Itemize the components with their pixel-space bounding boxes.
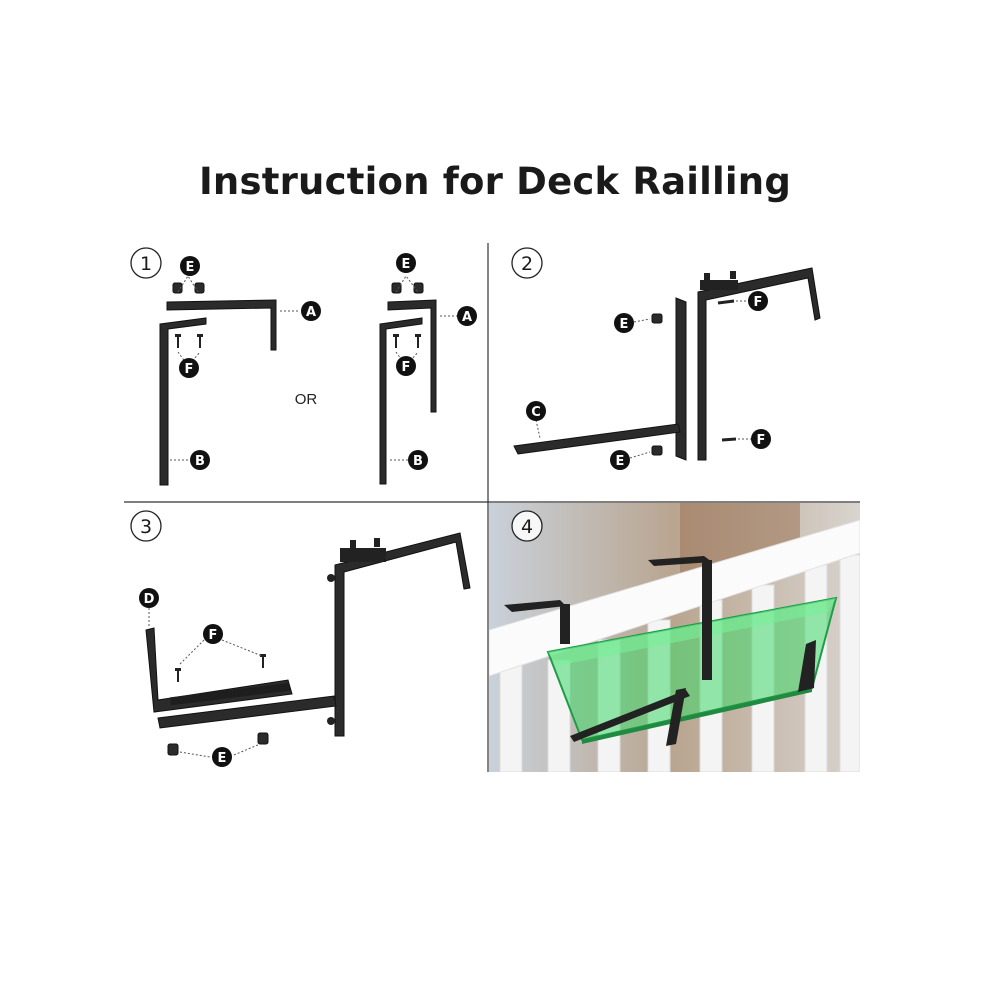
mounted-bracket-right — [648, 556, 712, 566]
part-e-piece — [172, 282, 183, 294]
label-e: E — [610, 450, 630, 470]
part-e-piece — [167, 743, 179, 756]
deck-top-rail — [489, 519, 860, 677]
label-c: C — [526, 401, 546, 421]
part-e-piece — [651, 313, 663, 324]
step-3-number: 3 — [140, 516, 152, 538]
svg-text:F: F — [402, 360, 411, 375]
part-e-piece — [391, 282, 402, 294]
part-c-vertical — [675, 297, 687, 461]
label-e: E — [212, 747, 232, 767]
step-3-panel: 3 D F E — [130, 510, 471, 767]
svg-text:F: F — [185, 362, 194, 377]
label-f: F — [179, 358, 199, 378]
svg-text:B: B — [195, 454, 205, 469]
part-e-piece — [651, 445, 663, 456]
label-a: A — [457, 306, 477, 326]
page-title: Instruction for Deck Railling — [198, 160, 792, 203]
bracket-set-left — [159, 275, 300, 486]
label-f: F — [748, 291, 768, 311]
svg-text:E: E — [218, 751, 227, 766]
step-4-number: 4 — [521, 516, 533, 538]
part-c-bracket — [157, 695, 337, 729]
svg-text:E: E — [186, 260, 195, 275]
part-a-bracket — [166, 299, 277, 351]
step-1-badge — [130, 247, 162, 279]
step-2-badge — [511, 247, 543, 279]
part-a-bracket — [697, 267, 821, 461]
part-e-piece — [257, 732, 269, 745]
step-2-number: 2 — [521, 253, 533, 275]
label-d: D — [139, 588, 159, 608]
bracket-clamp — [340, 548, 386, 562]
part-c-bracket — [513, 423, 681, 455]
svg-text:F: F — [757, 433, 766, 448]
part-f-screw — [717, 299, 735, 305]
part-e-piece — [413, 282, 424, 294]
svg-text:E: E — [402, 257, 411, 272]
part-a-bracket — [387, 299, 437, 413]
label-b: B — [408, 450, 428, 470]
label-e: E — [396, 253, 416, 273]
label-a: A — [301, 301, 321, 321]
or-text: OR — [295, 391, 318, 408]
label-e: E — [180, 256, 200, 276]
part-e-piece — [194, 282, 205, 294]
step-4-panel: 4 — [489, 503, 860, 772]
step-1-number: 1 — [140, 253, 152, 275]
step-2-panel: 2 E F C E F — [511, 247, 821, 470]
part-b-bracket — [379, 317, 423, 485]
svg-text:A: A — [306, 305, 316, 320]
label-e: E — [614, 313, 634, 333]
svg-text:E: E — [620, 317, 629, 332]
part-f-screws — [393, 334, 421, 348]
label-b: B — [190, 450, 210, 470]
svg-text:D: D — [144, 592, 155, 607]
svg-text:A: A — [462, 310, 472, 325]
label-f: F — [751, 429, 771, 449]
bracket-clamp — [700, 280, 738, 290]
part-b-bracket — [159, 317, 207, 486]
part-f-screw — [721, 437, 737, 442]
step-3-badge — [130, 510, 162, 542]
svg-text:F: F — [209, 628, 218, 643]
step-4-badge — [511, 510, 543, 542]
part-a-bracket — [334, 532, 471, 737]
svg-text:E: E — [616, 454, 625, 469]
svg-text:F: F — [754, 295, 763, 310]
label-f: F — [203, 624, 223, 644]
step-1-panel: 1 OR — [130, 247, 477, 486]
mounted-bracket-left — [504, 600, 566, 612]
part-f-screws — [175, 334, 203, 348]
svg-text:B: B — [413, 454, 423, 469]
label-f: F — [396, 356, 416, 376]
svg-text:C: C — [531, 405, 541, 420]
